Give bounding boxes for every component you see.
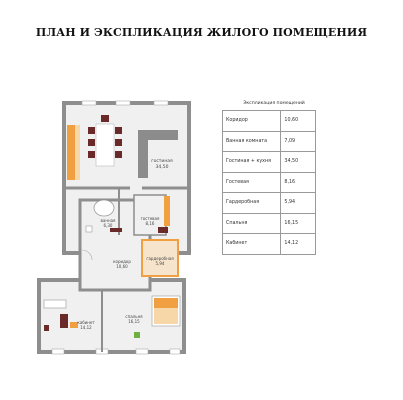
table-row: Спальня 16,15 (221, 212, 316, 234)
bedroom-area: 16,15 (128, 319, 140, 324)
page-title: ПЛАН И ЭКСПЛИКАЦИЯ ЖИЛОГО ПОМЕЩЕНИЯ (35, 26, 368, 39)
wardrobe-area: 5,94 (156, 261, 165, 266)
sofa (138, 130, 178, 178)
room-area: 8,16 (280, 171, 316, 193)
room-area: 16,15 (280, 212, 316, 234)
table-row: Ванная комната 7,09 (221, 130, 316, 152)
wardrobe: гардеробная 5,94 (141, 239, 179, 277)
room-area: 10,60 (280, 110, 316, 132)
table-row: Гардеробная 5,94 (221, 192, 316, 214)
wardrobe-name: гардеробная (146, 256, 174, 261)
room-name: Гостиная + кухня (221, 151, 282, 173)
corridor: коридор 10,60 (81, 228, 131, 269)
table-row: Гостиная + кухня 34,50 (221, 151, 316, 173)
table-row: Кабинет 14,12 (221, 233, 316, 255)
bath-name: ванная (101, 218, 116, 223)
study: кабинет 14,12 (43, 290, 103, 352)
room-name: Кабинет (221, 233, 282, 255)
room-name: Ванная комната (221, 130, 282, 152)
table-row: Коридор 10,60 (221, 110, 316, 132)
guest-area: 8,16 (146, 221, 155, 226)
guest-room: гостевая 8,16 (133, 194, 170, 236)
bathroom: ванная 6,30 (85, 188, 120, 235)
room-name: Коридор (221, 110, 282, 132)
living-room-name: гостиная (151, 159, 173, 164)
kitchen-counter (67, 125, 80, 180)
bedroom-name: спальня (125, 314, 143, 319)
windows-top (81, 100, 169, 106)
living-room-area: 34,50 (156, 164, 169, 170)
explication-table: Коридор 10,60 Ванная комната 7,09 Гостин… (221, 110, 316, 255)
room-area: 34,50 (280, 151, 316, 173)
room-name: Гардеробная (221, 192, 282, 214)
bath-area: 6,30 (104, 223, 113, 228)
room-area: 5,94 (280, 192, 316, 214)
table-row: Гостевая 8,16 (221, 171, 316, 193)
corridor-area: 10,60 (116, 264, 128, 269)
study-name: кабинет (77, 320, 95, 325)
explication-title: Экспликация помещений (243, 101, 305, 106)
corridor-name: коридор (113, 259, 131, 264)
study-area: 14,12 (80, 325, 92, 330)
room-name: Гостевая (221, 171, 282, 193)
room-name: Спальня (221, 212, 282, 234)
bedroom: спальня 16,15 (125, 295, 181, 338)
outer-walls (37, 101, 191, 354)
room-area: 7,09 (280, 130, 316, 152)
room-area: 14,12 (280, 233, 316, 255)
floor-plan: гостиная 34,50 ванная 6,30 гостевая 8,16… (37, 100, 191, 355)
guest-name: гостевая (141, 216, 160, 221)
dining-table (88, 115, 122, 167)
